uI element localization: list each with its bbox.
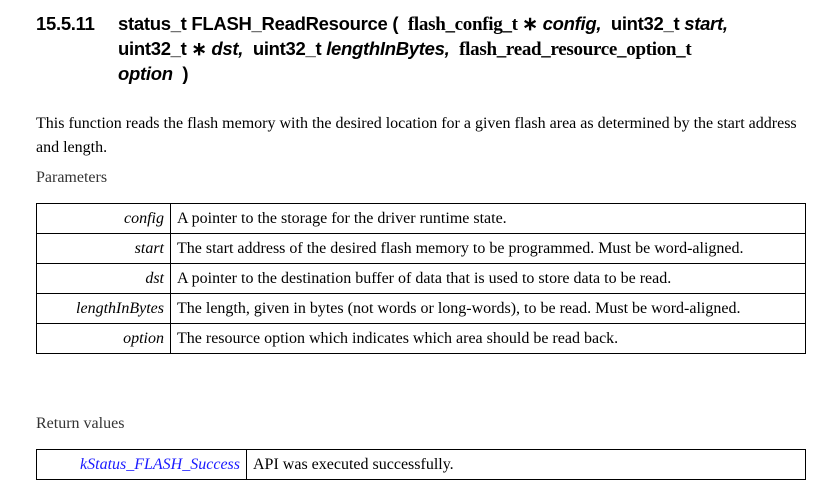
param-desc: The length, given in bytes (not words or… bbox=[170, 293, 806, 324]
param-name: dst bbox=[36, 263, 171, 294]
return-values-label: Return values bbox=[36, 415, 125, 432]
function-signature: status_t FLASH_ReadResource ( flash_conf… bbox=[118, 12, 818, 86]
param-desc: The start address of the desired flash m… bbox=[170, 233, 806, 264]
param-desc: The resource option which indicates whic… bbox=[170, 323, 806, 354]
param-name: lengthInBytes bbox=[36, 293, 171, 324]
param-name: config, bbox=[542, 13, 602, 34]
param-name: option bbox=[36, 323, 171, 354]
function-description: This function reads the flash memory wit… bbox=[36, 115, 797, 156]
function-name: FLASH_ReadResource bbox=[191, 13, 388, 34]
section-number: 15.5.11 bbox=[36, 13, 95, 34]
param-name: option bbox=[118, 63, 173, 84]
close-paren: ) bbox=[182, 63, 189, 84]
param-type: flash_config_t ∗ bbox=[407, 14, 538, 35]
param-type: uint32_t bbox=[252, 38, 322, 59]
param-desc: A pointer to the storage for the driver … bbox=[170, 203, 806, 234]
open-paren: ( bbox=[392, 13, 399, 34]
param-type: flash_read_resource_option_t bbox=[459, 39, 692, 60]
return-type: status_t bbox=[118, 13, 187, 34]
return-values-table: kStatus_FLASH_Success API was executed su… bbox=[36, 449, 806, 480]
param-type: uint32_t ∗ bbox=[118, 38, 207, 59]
param-type: uint32_t bbox=[610, 13, 680, 34]
param-name: start, bbox=[684, 13, 728, 34]
param-name: start bbox=[36, 233, 171, 264]
table-row: kStatus_FLASH_Success API was executed su… bbox=[36, 449, 806, 480]
param-name: dst, bbox=[211, 38, 244, 59]
return-value-link[interactable]: kStatus_FLASH_Success bbox=[80, 456, 240, 473]
param-name: config bbox=[36, 203, 171, 234]
param-desc: A pointer to the destination buffer of d… bbox=[170, 263, 806, 294]
parameters-label: Parameters bbox=[36, 169, 108, 186]
param-name: lengthInBytes, bbox=[326, 38, 450, 59]
return-desc: API was executed successfully. bbox=[246, 449, 806, 480]
